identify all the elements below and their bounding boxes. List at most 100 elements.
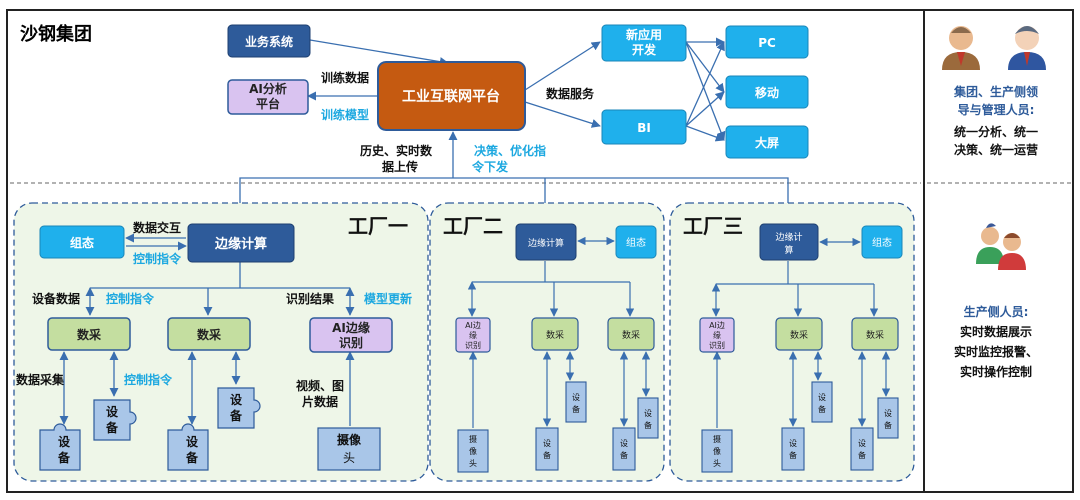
big-screen-box: 大屏 [725,125,809,159]
svg-text:边缘计算: 边缘计算 [214,236,267,252]
factory-2-device-c: 设 备 [612,427,636,471]
svg-text:新应用: 新应用 [626,27,662,42]
factory-2-connectors [467,236,651,428]
factory-3-device-d: 设 备 [877,397,899,439]
group-title: 沙钢集团 [20,23,92,45]
factory-1-data-collect: 数据采集 [16,372,65,387]
svg-text:设: 设 [644,408,652,418]
staff-line-2: 实时数据展示 [960,324,1032,339]
train-model-label: 训练模型 [321,107,369,122]
factory-1-ai-edge: AI边缘 识别 [309,317,393,353]
svg-text:平台: 平台 [256,96,280,111]
svg-text:边缘计: 边缘计 [775,231,802,243]
bi-box: BI [601,109,687,145]
factory-1-model-update: 模型更新 [364,291,412,306]
svg-text:设: 设 [884,408,892,418]
svg-text:组态: 组态 [626,236,646,249]
factory-2-ai-edge: AI边 缘 识别 [455,317,491,353]
train-data-label: 训练数据 [321,70,369,85]
factory-1-title: 工厂一 [348,214,408,238]
svg-text:AI边: AI边 [465,320,481,330]
factory-1-camera: 摄像 头 [317,427,381,471]
svg-text:备: 备 [105,420,119,435]
svg-text:AI边缘: AI边缘 [332,320,370,335]
svg-text:组态: 组态 [872,236,892,249]
factory-3-camera: 摄 像 头 [701,429,733,473]
factory-2-device-a: 设 备 [535,427,559,471]
leaders-line-2: 导与管理人员: [958,102,1035,117]
svg-text:移动: 移动 [755,85,779,100]
factory-1-device-b: 设 备 [93,399,137,441]
mobile-box: 移动 [725,75,809,109]
factory-3-device-a: 设 备 [781,427,805,471]
svg-text:设: 设 [543,438,551,448]
svg-text:数采: 数采 [197,327,221,342]
svg-text:头: 头 [469,458,477,468]
factory-1-collect-1: 数采 [47,317,131,351]
factory-1-video-data-2: 片数据 [302,394,338,409]
leaders-line-1: 集团、生产侧领 [953,84,1038,99]
factory-3-collect-2: 数采 [851,317,899,351]
svg-text:AI分析: AI分析 [249,81,287,96]
new-app-box: 新应用 开发 [601,24,687,62]
svg-text:摄: 摄 [469,435,477,444]
svg-text:数采: 数采 [77,327,101,342]
svg-text:备: 备 [229,408,243,423]
factory-3-connectors [711,237,891,428]
svg-text:设: 设 [106,404,119,419]
factory-1-edge-box: 边缘计算 [187,223,295,263]
svg-text:设: 设 [230,392,243,407]
factory-1-device-d: 设 备 [217,387,261,429]
factory-2-collect-2: 数采 [607,317,655,351]
svg-text:备: 备 [543,450,551,460]
factory-2-title: 工厂二 [443,214,503,238]
svg-text:组态: 组态 [70,235,94,250]
svg-text:业务系统: 业务系统 [245,34,293,49]
factory-2-camera: 摄 像 头 [457,429,489,473]
svg-text:备: 备 [57,450,71,465]
factory-1-collect-2: 数采 [167,317,251,351]
svg-text:工业互联网平台: 工业互联网平台 [402,88,500,105]
svg-text:边缘计算: 边缘计算 [528,237,564,249]
decision-label-1: 决策、优化指 [474,143,546,158]
staff-line-3: 实时监控报警、 [954,344,1038,359]
svg-text:大屏: 大屏 [755,135,779,150]
svg-text:备: 备 [572,404,580,414]
svg-text:设: 设 [186,434,199,449]
svg-text:识别: 识别 [339,336,363,350]
factory-1-device-c: 设 备 [167,423,209,471]
staff-people-icon [976,223,1026,270]
leader-person-icon [942,26,980,70]
factory-2-device-d: 设 备 [637,397,659,439]
svg-text:识别: 识别 [709,341,725,350]
svg-text:头: 头 [713,458,721,468]
svg-text:数采: 数采 [790,329,808,341]
upload-label-1: 历史、实时数 [360,143,433,158]
svg-text:设: 设 [858,438,866,448]
staff-line-1: 生产侧人员: [964,304,1029,319]
factory-2-device-b: 设 备 [565,381,587,423]
factory-3-device-b: 设 备 [811,381,833,423]
factory-1-config-box: 组态 [39,225,125,259]
svg-text:头: 头 [343,451,355,465]
data-service-label: 数据服务 [546,86,595,101]
biz-system-box: 业务系统 [227,24,311,58]
factory-3-device-c: 设 备 [850,427,874,471]
factory-1-data-interact: 数据交互 [133,220,181,235]
svg-text:数采: 数采 [546,329,564,341]
factory-1-video-data-1: 视频、图 [296,378,344,393]
factory-3-ai-edge: AI边 缘 识别 [699,317,735,353]
factory-3-edge-box: 边缘计 算 [759,223,819,261]
svg-text:识别: 识别 [465,341,481,350]
manager-person-icon [1008,26,1046,70]
svg-text:设: 设 [789,438,797,448]
svg-text:设: 设 [620,438,628,448]
pc-box: PC [725,25,809,59]
svg-text:设: 设 [818,392,826,402]
factory-3-collect-1: 数采 [775,317,823,351]
svg-text:摄: 摄 [713,435,721,444]
svg-text:备: 备 [818,404,826,414]
leaders-line-4: 决策、统一运营 [954,142,1038,157]
svg-text:备: 备 [858,450,866,460]
factory-1-connectors [59,233,355,426]
